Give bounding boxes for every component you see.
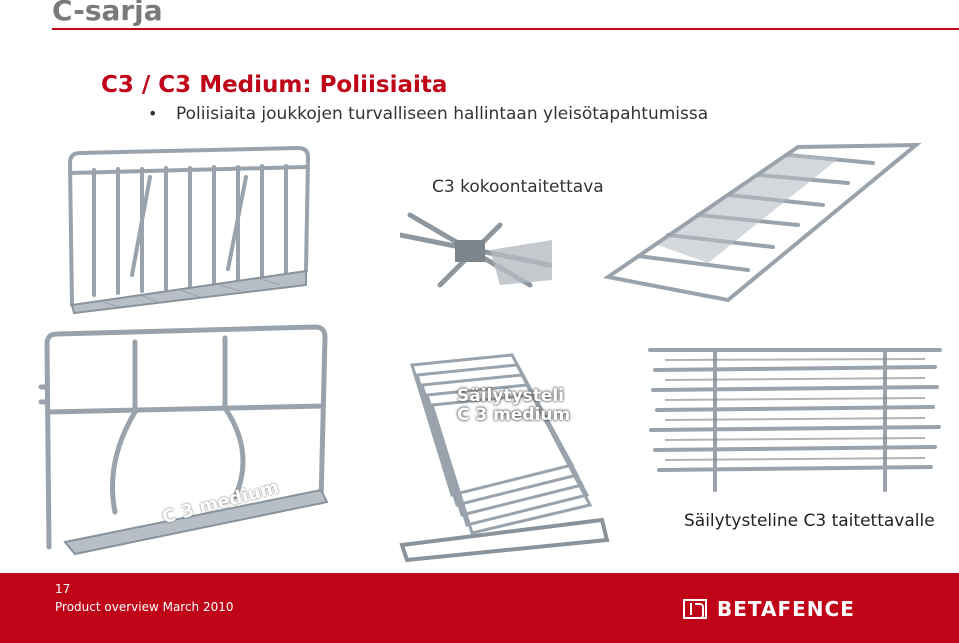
footer-bar: 17 Product overview March 2010 BETAFENCE [0,573,959,643]
caption-storage-rack: Säilytysteline C3 taitettavalle [684,511,935,531]
page-number: 17 [55,582,71,596]
betafence-logo: BETAFENCE [683,597,855,621]
c3-folding-closeup-image [400,205,552,290]
header-divider [52,28,959,30]
betafence-logo-icon [683,599,707,619]
c3-barrier-image [60,145,315,315]
footer-text: Product overview March 2010 [55,600,234,614]
storage-overlay-label: Säilytysteli C 3 medium [457,387,570,425]
caption-kokoontaitettava: C3 kokoontaitettava [432,177,604,197]
logo-text: BETAFENCE [717,597,855,621]
bullet-text: Poliisiaita joukkojen turvalliseen halli… [176,104,709,124]
slide-title: C3 / C3 Medium: Poliisiaita [101,72,448,98]
c3-storage-rack-image [645,345,945,495]
storage-overlay-line2: C 3 medium [457,405,571,425]
c3-medium-barrier-image [35,322,335,557]
c3-folded-barrier-image [598,135,928,310]
c3-medium-storage-rack-image [392,345,612,565]
storage-overlay-line1: Säilytysteli [457,386,565,406]
section-title: C-sarja [52,0,163,27]
bullet-marker: • [148,104,158,123]
